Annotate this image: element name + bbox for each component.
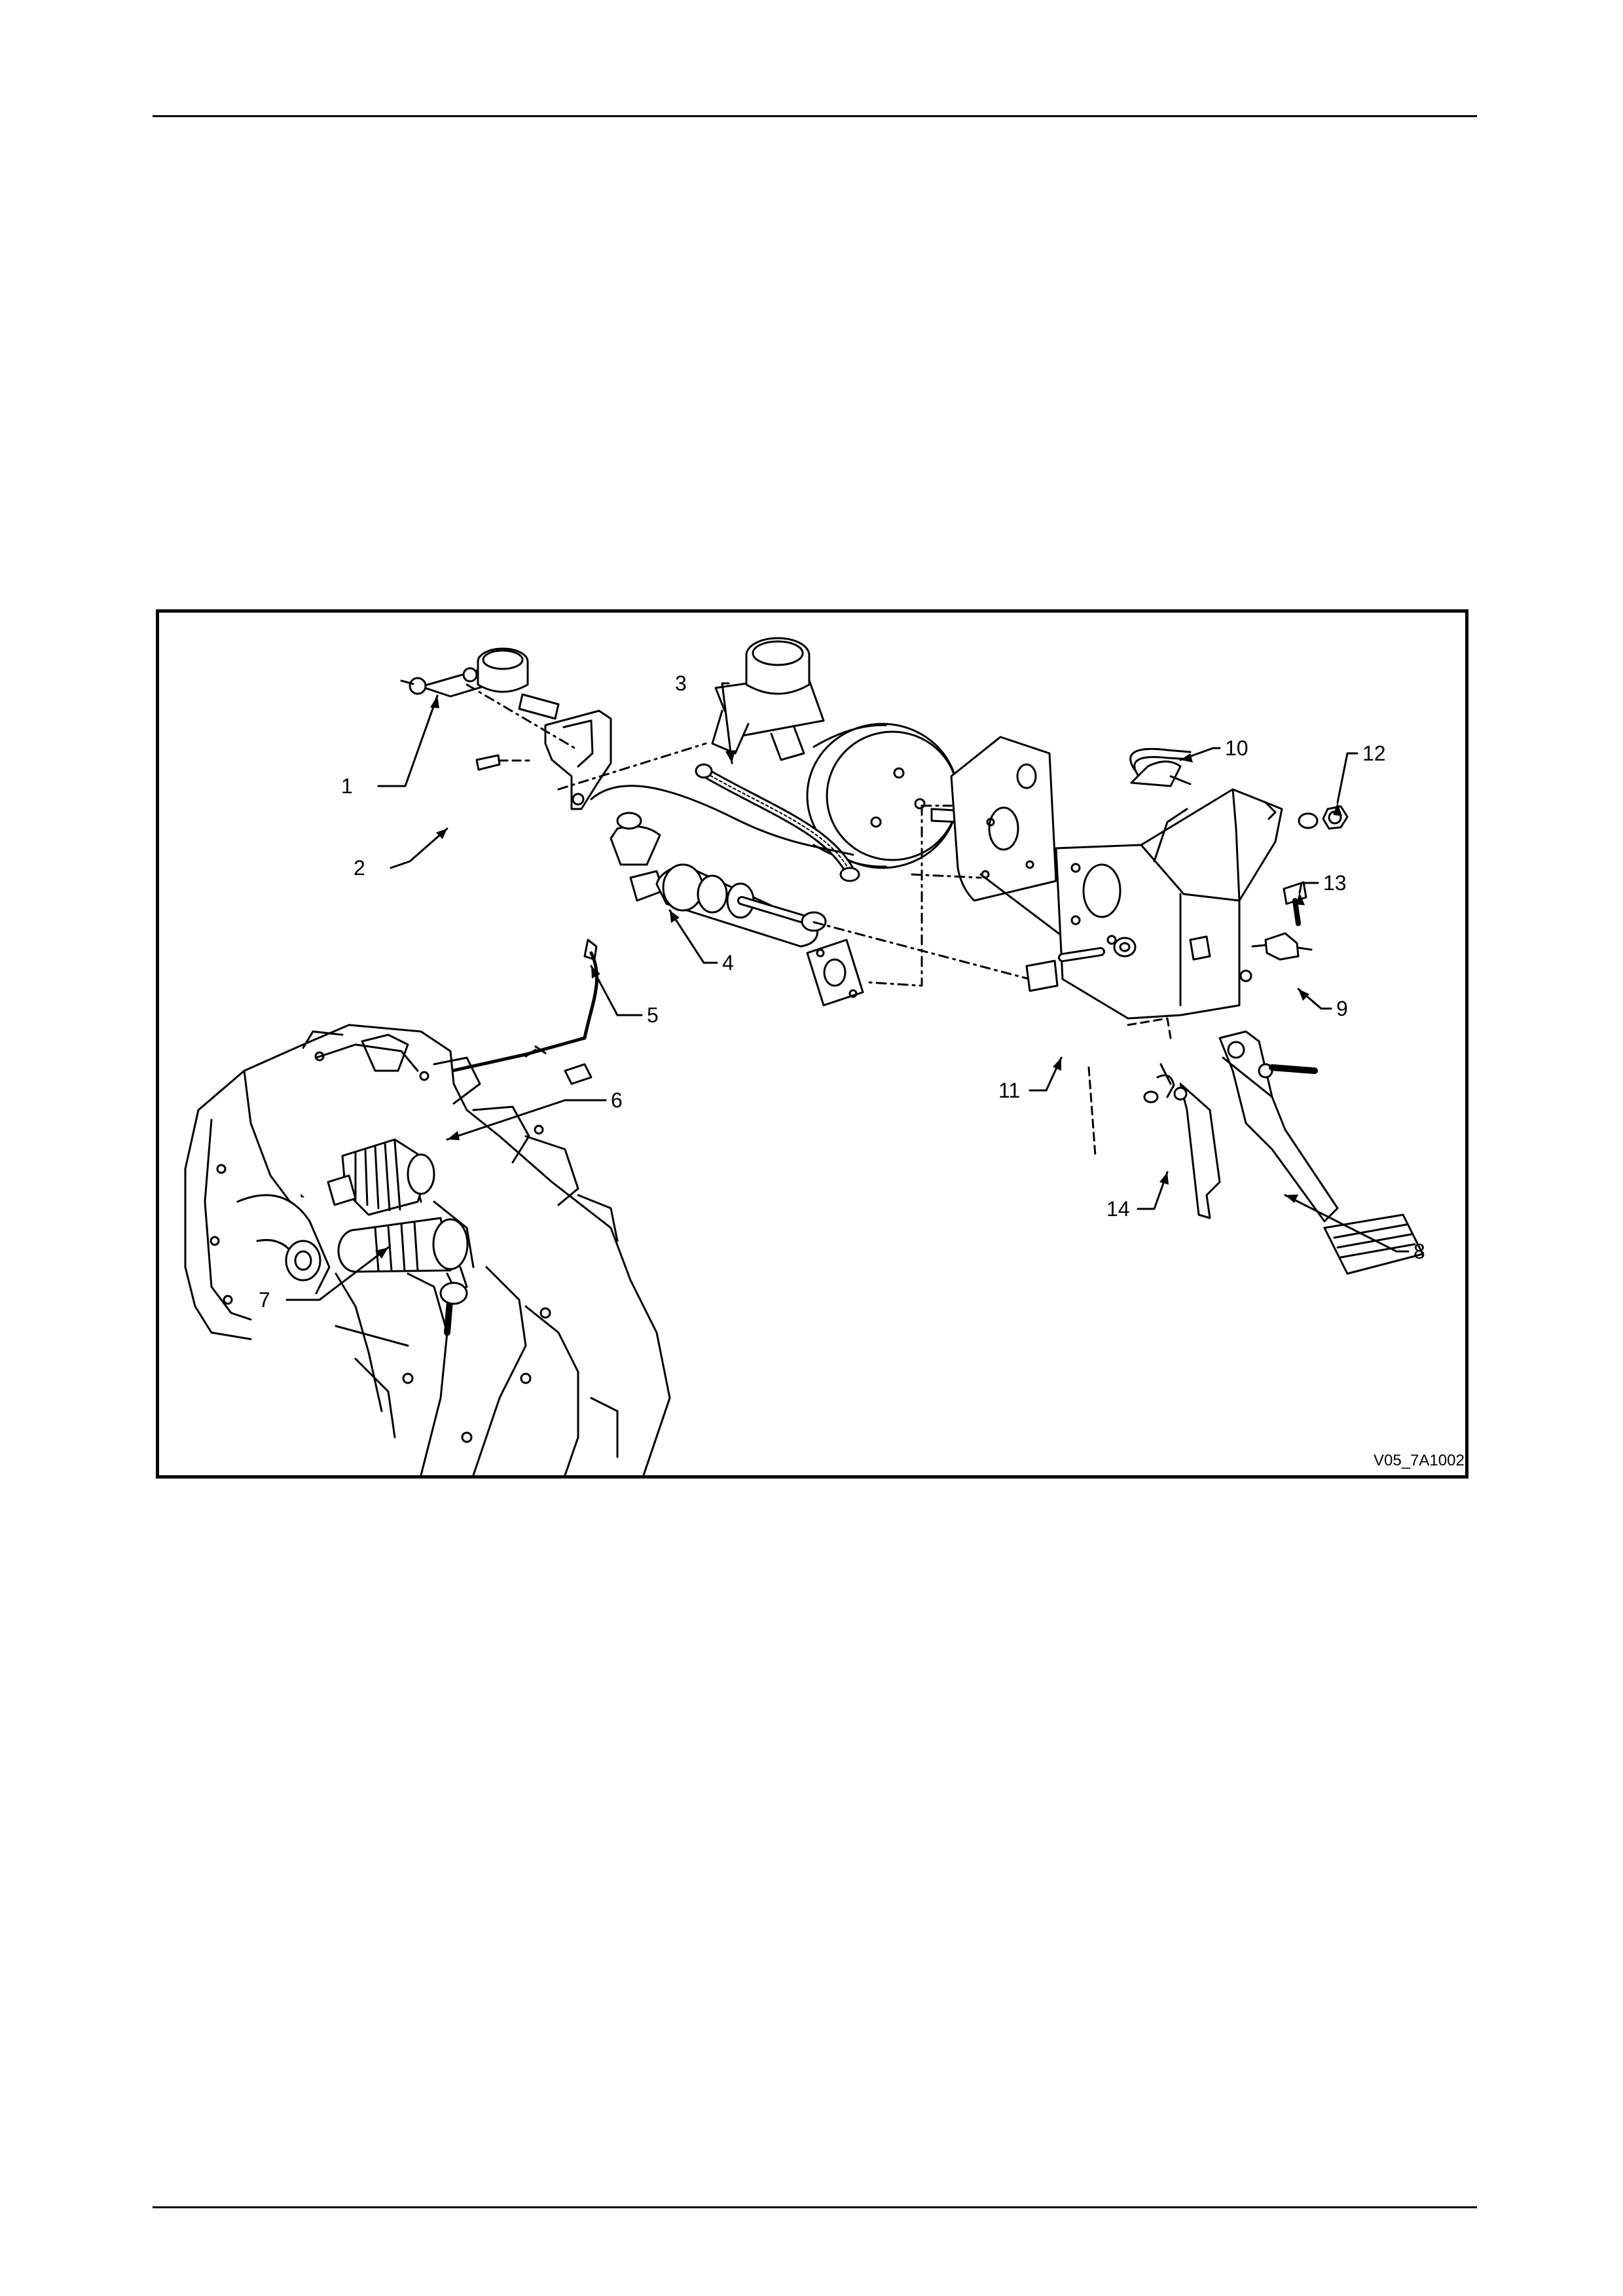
callout-14: 14 — [1106, 1198, 1130, 1219]
callout-9: 9 — [1336, 998, 1348, 1019]
callout-4: 4 — [722, 952, 734, 973]
switch-9 — [1252, 933, 1311, 960]
header-rule — [153, 115, 1477, 117]
callout-5: 5 — [647, 1005, 659, 1026]
callout-13: 13 — [1323, 872, 1347, 893]
diagram-id: V05_7A1002 — [1374, 1452, 1465, 1470]
callout-8: 8 — [1413, 1241, 1425, 1262]
callout-2: 2 — [354, 857, 365, 878]
clutch-reservoir — [401, 649, 558, 719]
callout-10: 10 — [1225, 738, 1249, 759]
switch-with-wire — [1131, 749, 1190, 786]
callout-12: 12 — [1362, 743, 1386, 764]
nut-washer-12 — [1299, 806, 1347, 829]
exploded-view-drawing — [159, 613, 1465, 1475]
callout-3: 3 — [675, 673, 687, 694]
gasket — [807, 940, 863, 1005]
clutch-pedal — [1089, 1018, 1423, 1274]
callout-11: 11 — [998, 1080, 1020, 1101]
callout-1: 1 — [341, 776, 353, 797]
callout-6: 6 — [611, 1090, 623, 1111]
figure-frame: 1 2 3 4 5 6 7 8 9 10 12 13 11 14 V05_7A1… — [156, 609, 1468, 1479]
pedal-box — [1056, 789, 1282, 1018]
callout-7: 7 — [259, 1289, 270, 1310]
footer-rule — [153, 2206, 1477, 2208]
